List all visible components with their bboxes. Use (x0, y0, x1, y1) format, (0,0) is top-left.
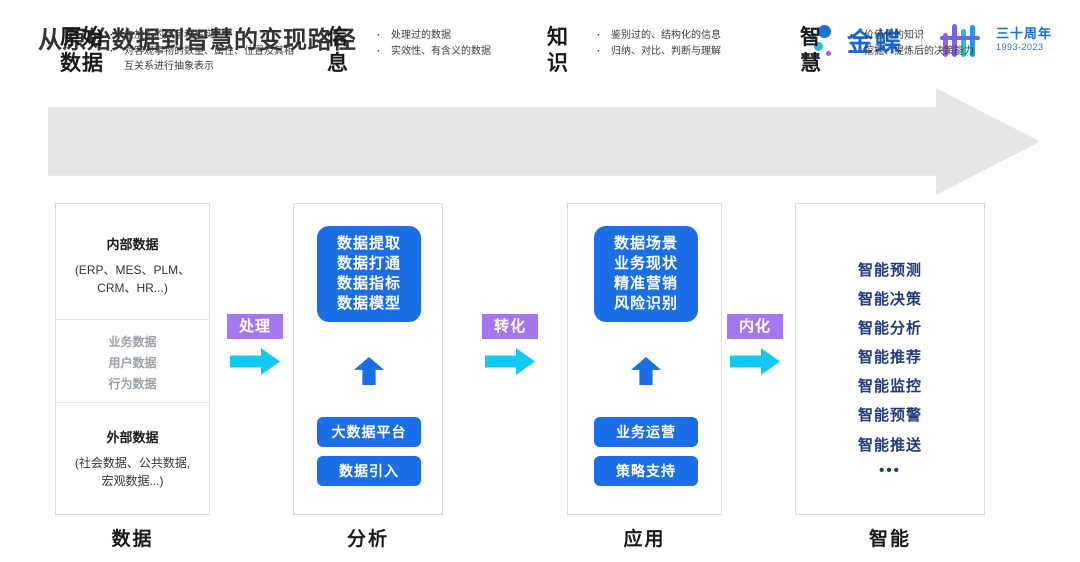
banner-stage-information: 信 息 · 处理过的数据 · 实效性、有含义的数据 (327, 25, 491, 76)
logo-divider (920, 25, 922, 55)
list-item: 智能推荐 (857, 349, 922, 367)
stage-name: 智 慧 (800, 26, 822, 75)
up-arrow-icon (354, 357, 384, 385)
banner-stage-knowledge: 知 识 · 鉴别过的、结构化的信息 · 归纳、对比、判断与理解 (547, 25, 721, 76)
stage-bullet-text: 归纳、对比、判断与理解 (611, 45, 721, 57)
connector-badge-label: 转化 (482, 314, 538, 339)
external-data-section: 外部数据 (社会数据、公共数据, 宏观数据...) (56, 403, 209, 514)
stage-name: 信 息 (327, 26, 349, 75)
stage-bullet: · 对客观事物的数量、属性、位置及其相互关系进行抽象表示 (110, 44, 294, 75)
list-item: 智能预测 (857, 262, 922, 279)
external-data-detail: (社会数据、公共数据, 宏观数据...) (74, 456, 191, 488)
bullet-dot-icon: · (850, 45, 854, 57)
analysis-capability-box: 数据提取 数据打通 数据指标 数据模型 (317, 226, 421, 322)
anniversary-years: 1993-2023 (995, 42, 1044, 53)
stage-name: 原始 数据 (60, 26, 104, 75)
list-item: 智能监控 (857, 378, 922, 396)
column-label-analysis: 分析 (346, 529, 389, 550)
logo-brand-name: 金蝶 (846, 26, 903, 57)
connector-transformation: 转化 (477, 314, 543, 375)
list-item: 数据场景 (613, 234, 678, 252)
list-item: 行为数据 (108, 377, 157, 391)
list-item: 数据打通 (336, 254, 401, 272)
right-arrow-icon (730, 348, 780, 375)
stage-name: 知 识 (547, 26, 569, 75)
stage-bullet: · 价值化的知识 (850, 28, 974, 44)
connector-badge-label: 内化 (727, 314, 783, 339)
stage-bullet-text: 挖掘、提炼后的决策能力 (864, 45, 974, 57)
list-item: 用户数据 (108, 356, 157, 370)
external-data-heading: 外部数据 (106, 430, 159, 445)
bullet-dot-icon: · (377, 30, 381, 41)
bullet-dot-icon: · (110, 30, 114, 41)
column-label-application: 应用 (623, 529, 666, 550)
stage-bullet: · 实效性、有含义的数据 (377, 44, 491, 60)
stage-bullet: · 未加工的数字和事实 (110, 28, 294, 44)
anniversary-text: 三十周年 1993-2023 (995, 26, 1052, 53)
list-item: 智能推送 (857, 436, 922, 454)
stage-bullet-text: 鉴别过的、结构化的信息 (611, 30, 721, 41)
stage-bullet-text: 对客观事物的数量、属性、位置及其相互关系进行抽象表示 (124, 45, 294, 73)
connector-badge-label: 处理 (227, 314, 283, 339)
anniversary-mark-icon (939, 23, 982, 57)
column-label-data: 数据 (111, 529, 154, 550)
column-data: 内部数据 (ERP、MES、PLM、 CRM、HR...) 业务数据 用户数据 … (55, 203, 210, 515)
connector-processing: 处理 (222, 314, 288, 375)
banner-stage-wisdom: 智 慧 · 价值化的知识 · 挖掘、提炼后的决策能力 (800, 25, 974, 76)
analysis-pill-bigdata-platform[interactable]: 大数据平台 (317, 417, 421, 447)
right-arrow-icon (230, 348, 280, 375)
stage-bullet: · 鉴别过的、结构化的信息 (597, 28, 721, 44)
list-item: 智能分析 (857, 320, 922, 338)
list-item: 数据提取 (336, 234, 401, 252)
list-item: 智能决策 (857, 291, 922, 309)
kingdee-logo: 金蝶 三十周年 1993-2023 (807, 20, 1052, 60)
data-types-section: 业务数据 用户数据 行为数据 (56, 319, 209, 403)
bullet-dot-icon: · (597, 30, 601, 41)
bullet-dot-icon: · (850, 30, 854, 41)
column-label-intelligence: 智能 (868, 529, 911, 550)
banner-stage-raw-data: 原始 数据 · 未加工的数字和事实 · 对客观事物的数量、属性、位置及其相互关系… (60, 25, 294, 76)
list-item: 风险识别 (613, 295, 678, 313)
logo-dots-icon (807, 23, 837, 57)
stage-bullet-text: 处理过的数据 (391, 30, 451, 41)
intelligence-list: 智能预测 智能决策 智能分析 智能推荐 智能监控 智能预警 智能推送 ••• (796, 204, 984, 479)
column-intelligence: 智能预测 智能决策 智能分析 智能推荐 智能监控 智能预警 智能推送 ••• (795, 203, 985, 515)
list-item: 数据模型 (336, 295, 401, 313)
stage-bullet: · 处理过的数据 (377, 28, 491, 44)
stage-bullet-text: 价值化的知识 (864, 30, 924, 41)
internal-data-detail: (ERP、MES、PLM、 CRM、HR...) (74, 263, 191, 295)
up-arrow-icon (631, 357, 661, 385)
list-item: 业务数据 (108, 335, 157, 349)
list-item: 业务现状 (613, 254, 678, 272)
bullet-dot-icon: · (110, 45, 114, 57)
stage-bullets: · 未加工的数字和事实 · 对客观事物的数量、属性、位置及其相互关系进行抽象表示 (110, 25, 294, 75)
page-title: 从原始数据到智慧的变现路径 (38, 27, 357, 54)
list-item: 智能预警 (857, 407, 922, 425)
column-analysis: 数据提取 数据打通 数据指标 数据模型 大数据平台 数据引入 (293, 203, 443, 515)
stage-bullet: · 挖掘、提炼后的决策能力 (850, 44, 974, 60)
connector-internalization: 内化 (722, 314, 788, 375)
ellipsis-indicator: ••• (879, 461, 901, 479)
bullet-dot-icon: · (377, 45, 381, 57)
stage-banner-arrow (48, 88, 1040, 195)
application-scenario-box: 数据场景 业务现状 精准营销 风险识别 (594, 226, 698, 322)
column-application: 数据场景 业务现状 精准营销 风险识别 业务运营 策略支持 (567, 203, 722, 515)
application-pill-business-operation[interactable]: 业务运营 (594, 417, 698, 447)
right-arrow-icon (485, 348, 535, 375)
bullet-dot-icon: · (597, 45, 601, 57)
stage-bullet-text: 未加工的数字和事实 (124, 30, 214, 41)
list-item: 精准营销 (613, 275, 678, 292)
anniversary-label: 三十周年 (995, 26, 1052, 42)
stage-bullets: · 价值化的知识 · 挖掘、提炼后的决策能力 (850, 25, 974, 59)
internal-data-section: 内部数据 (ERP、MES、PLM、 CRM、HR...) (56, 204, 209, 319)
stage-bullet-text: 实效性、有含义的数据 (391, 45, 491, 57)
list-item: 数据指标 (336, 275, 401, 292)
stage-bullets: · 处理过的数据 · 实效性、有含义的数据 (377, 25, 491, 59)
stage-bullets: · 鉴别过的、结构化的信息 · 归纳、对比、判断与理解 (597, 25, 721, 59)
analysis-pill-data-ingestion[interactable]: 数据引入 (317, 456, 421, 486)
application-pill-strategy-support[interactable]: 策略支持 (594, 456, 698, 486)
internal-data-heading: 内部数据 (106, 237, 159, 252)
stage-bullet: · 归纳、对比、判断与理解 (597, 44, 721, 60)
